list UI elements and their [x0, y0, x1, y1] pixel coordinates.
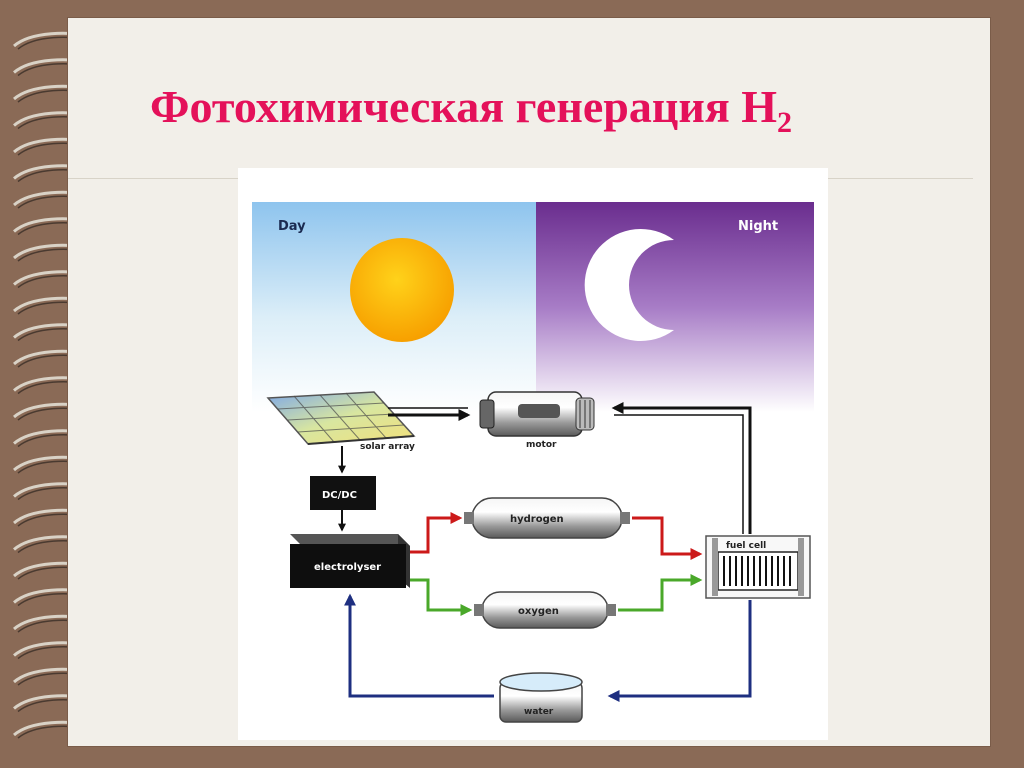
- arrow-fuelcell-to-motor-2: [614, 414, 744, 534]
- hydrogen-label: hydrogen: [510, 514, 564, 525]
- fuel-cell-label: fuel cell: [726, 541, 766, 551]
- hydrogen-tank: [464, 497, 630, 539]
- dcdc-converter: [310, 476, 376, 510]
- day-label: Day: [278, 219, 306, 234]
- solar-array-label: solar array: [360, 442, 415, 452]
- arrow-oxygen-to-fuelcell: [618, 574, 703, 612]
- slide-title-text: Фотохимическая генерация Н: [150, 81, 777, 132]
- night-label: Night: [738, 219, 778, 234]
- arrow-fuelcell-to-motor: [611, 402, 752, 534]
- oxygen-tank: [474, 591, 616, 629]
- hydrogen-cycle-diagram: Day Night solar array motor DC/DC: [252, 202, 814, 723]
- slide-title: Фотохимическая генерация Н2: [150, 80, 970, 140]
- solar-array: [266, 391, 416, 445]
- motor-label: motor: [526, 440, 557, 450]
- slide-title-subscript: 2: [777, 106, 792, 139]
- water-label: water: [524, 707, 554, 717]
- arrow-hydrogen-to-fuelcell: [632, 516, 703, 560]
- diagram-frame: Day Night solar array motor DC/DC: [238, 168, 828, 740]
- electrolyser-label: electrolyser: [314, 562, 381, 573]
- night-sky: [536, 202, 814, 412]
- arrow-water-to-electrolyser: [344, 593, 494, 698]
- arrow-electrolyser-to-hydrogen: [410, 512, 463, 554]
- water-basin: [499, 672, 583, 723]
- arrow-electrolyser-to-oxygen: [410, 578, 473, 616]
- electrolyser: [290, 534, 410, 588]
- sun-icon: [350, 238, 454, 342]
- dcdc-label: DC/DC: [322, 490, 357, 501]
- oxygen-label: oxygen: [518, 606, 559, 617]
- moon-icon: [584, 229, 674, 341]
- fuel-cell: [705, 535, 811, 599]
- motor: [479, 391, 595, 437]
- arrow-fuelcell-to-water: [607, 600, 752, 702]
